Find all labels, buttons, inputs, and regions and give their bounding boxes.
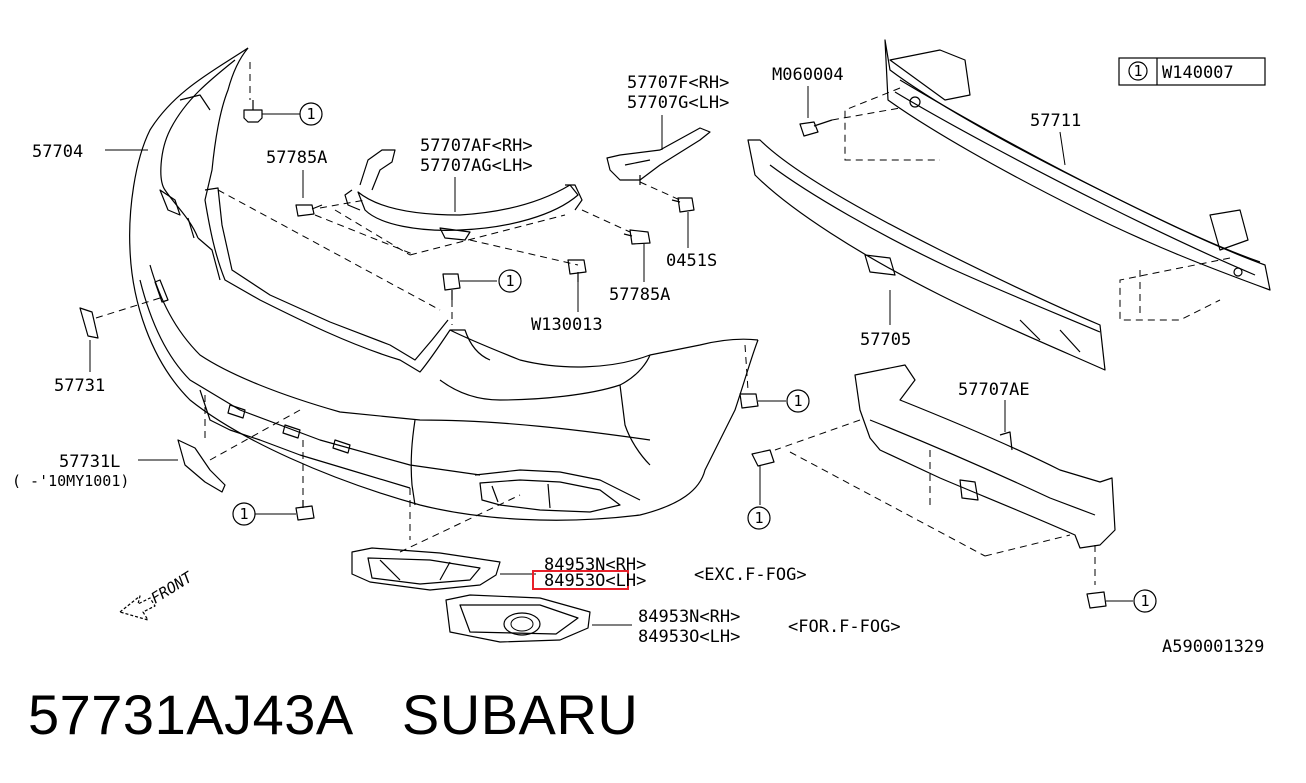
- svg-text:1: 1: [306, 105, 315, 123]
- legend-callout-number: 1: [1133, 62, 1142, 80]
- label-04515: 0451S: [666, 251, 717, 271]
- bolt-57707ae-left: [751, 449, 775, 505]
- callout-1-b: 1: [498, 269, 522, 293]
- clip-04515: [671, 197, 695, 213]
- label-m060004: M060004: [772, 65, 844, 85]
- label-w130013: W130013: [531, 315, 603, 335]
- callout-1-c: 1: [232, 502, 256, 526]
- legend-box: 1 W140007: [1118, 57, 1266, 86]
- label-57707ae: 57707AE: [958, 380, 1030, 400]
- label-84953o-lh-for: 84953O<LH>: [638, 627, 740, 647]
- label-57731: 57731: [54, 376, 105, 396]
- diagram-code: A590001329: [1162, 637, 1264, 657]
- note-exc-fog: <EXC.F-FOG>: [694, 565, 807, 585]
- reinforcement-beam-57711: [884, 39, 1271, 291]
- svg-text:1: 1: [505, 272, 514, 290]
- svg-text:1: 1: [754, 509, 763, 527]
- label-57705: 57705: [860, 330, 911, 350]
- bolt-top-left: [243, 62, 300, 123]
- fog-cover-for-fog: [445, 594, 591, 643]
- callout-1-d: 1: [786, 389, 810, 413]
- label-57785a-upper: 57785A: [266, 148, 327, 168]
- callout-1-f: 1: [1133, 589, 1157, 613]
- bracket-57707ae: [854, 364, 1116, 549]
- energy-absorber-57705: [747, 139, 1106, 371]
- footer-part-number: 57731AJ43A: [28, 683, 354, 746]
- footer-title: 57731AJ43A SUBARU: [28, 682, 638, 747]
- label-57704: 57704: [32, 142, 83, 162]
- bracket-57707af-ag: [344, 149, 583, 241]
- bolt-right-bumper: [739, 393, 786, 409]
- label-57711: 57711: [1030, 111, 1081, 131]
- footer-brand: SUBARU: [401, 683, 639, 746]
- label-57707g: 57707G<LH>: [627, 93, 729, 113]
- label-57707af: 57707AF<RH>: [420, 136, 533, 156]
- front-label: FRONT: [148, 568, 197, 608]
- note-for-fog: <FOR.F-FOG>: [788, 617, 901, 637]
- svg-text:1: 1: [239, 505, 248, 523]
- bolt-bottom-left: [255, 500, 315, 521]
- label-57785a-lower: 57785A: [609, 285, 670, 305]
- bolt-center: [442, 273, 497, 325]
- label-57707ag: 57707AG<LH>: [420, 156, 533, 176]
- callout-1-e: 1: [747, 506, 771, 530]
- exploded-parts-diagram: 1 W140007: [12, 39, 1271, 657]
- label-84953n-rh-for: 84953N<RH>: [638, 607, 740, 627]
- legend-code: W140007: [1162, 63, 1234, 83]
- label-57731l: 57731L: [59, 452, 120, 472]
- bolt-m060004: [799, 119, 833, 137]
- bolt-57785a-lower: [623, 229, 651, 245]
- svg-text:1: 1: [793, 392, 802, 410]
- bolt-57707ae-bottom: [1086, 591, 1133, 609]
- side-cover-57731: [79, 307, 99, 339]
- label-84953o-lh-exc: 84953O<LH>: [544, 571, 646, 591]
- front-direction-arrow: FRONT: [119, 568, 197, 621]
- svg-text:1: 1: [1140, 592, 1149, 610]
- highlight-box: [532, 570, 629, 590]
- label-57731l-note: ( -'10MY1001): [12, 472, 129, 490]
- callout-1-a: 1: [299, 102, 323, 126]
- side-cover-57731l: [177, 439, 226, 493]
- fog-cover-exc-fog: [351, 547, 501, 591]
- clip-w130013: [567, 259, 587, 282]
- bolt-57785a-upper: [295, 204, 323, 217]
- bumper-face: [129, 47, 759, 521]
- bracket-57707f-g: [606, 127, 711, 185]
- label-57707f: 57707F<RH>: [627, 73, 729, 93]
